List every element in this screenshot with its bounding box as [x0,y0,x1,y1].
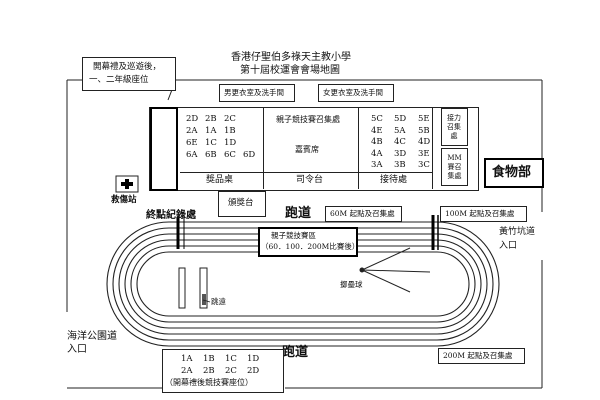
mm-assembly-box: MM賽召集處 [441,148,468,186]
prize-table-label: 獎品桌 [206,175,234,185]
girls-washroom: 女更衣室及洗手間 [318,84,394,102]
seat-cell: 6A [186,150,198,160]
seat-cell: 5E [418,114,430,124]
boys-washroom: 男更衣室及洗手間 [219,84,295,102]
seat-cell: 1C [205,138,217,148]
seat-cell: 1B [203,354,215,364]
parent-child-assembly-label: 親子競技賽召集處 [276,115,340,124]
seat-cell: 2A [186,126,198,136]
girls-washroom-label: 女更衣室及洗手間 [323,88,383,97]
seat-cell: 1D [247,354,260,364]
seat-cell: 3D [394,149,407,159]
seat-cell: 2C [225,366,237,376]
seat-cell: 2B [205,114,217,124]
seat-cell: 2C [224,114,236,124]
bottom-seating-caption: （開幕禮後競技賽座位） [165,378,253,387]
seat-cell: 6D [243,150,256,160]
food-booth: 食物部 [484,158,544,188]
seating-callout: 開幕禮及巡遊後， 一、二年級座位 [82,57,176,91]
track-label-bottom: 跑道 [282,345,309,360]
relay-assembly-box: 接力召集處 [441,108,468,146]
award-stage-box: 頒獎台 [218,191,266,217]
start-100m-box: 100M 起點及召集處 [440,206,527,222]
seat-cell: 3B [394,160,406,170]
seat-cell: 2D [247,366,260,376]
seat-cell: 5C [371,114,383,124]
seat-cell: 1A [205,126,217,136]
first-aid-label: 救傷站 [111,195,137,205]
start-60m-box: 60M 起點及召集處 [325,206,402,222]
finish-record-label: 終點紀錄處 [146,210,196,221]
seat-cell: 5B [418,126,430,136]
mm-assembly-label: MM賽召集處 [447,154,462,180]
parent-child-zone-box: 親子競技賽區 （60．100．200M比賽後） [258,227,360,257]
seat-cell: 2A [181,366,193,376]
start-200m-label: 200M 起點及召集處 [443,351,513,360]
seat-cell: 4C [394,137,406,147]
seat-cell: 1C [225,354,237,364]
command-stage-label: 司令台 [296,175,324,185]
seat-cell: 6C [224,150,236,160]
seat-cell: 2B [203,366,215,376]
map-title-line2: 第十屆校運會會場地圖 [240,65,340,76]
shot-put-sector [359,247,431,293]
food-booth-label: 食物部 [492,165,532,180]
start-60m-label: 60M 起點及召集處 [330,209,395,218]
grandstand-block [149,107,479,191]
bottom-seating-box: 1A 1B 1C 1D 2A 2B 2C 2D （開幕禮後競技賽座位） [162,349,284,393]
shot-put-label: 擲壘球 [340,280,363,289]
parent-child-zone-note: （60．100．200M比賽後） [261,242,360,251]
wongchukhang-entrance-line2: 入口 [499,241,518,251]
seating-column-left [150,107,178,191]
callout-line1: 開幕禮及巡遊後， [93,62,162,72]
seat-cell: 5A [394,126,406,136]
wongchukhang-entrance-line1: 黃竹坑道 [499,227,536,237]
seat-cell: 5D [394,114,407,124]
seat-cell: 3E [418,149,430,159]
relay-assembly-label: 接力召集處 [447,114,461,140]
seat-cell: 4D [418,137,431,147]
reception-label: 接待處 [380,175,408,185]
seat-cell: 2D [186,114,199,124]
seat-cell: 4A [371,149,383,159]
seat-cell: 1A [181,354,193,364]
seat-cell: 1D [224,138,237,148]
boys-washroom-label: 男更衣室及洗手間 [224,88,284,97]
seat-cell: 4B [371,137,383,147]
ocean-park-entrance-line2: 入口 [67,344,87,355]
guest-seats-label: 嘉賓席 [295,145,319,154]
parent-child-zone-label: 親子競技賽區 [271,231,316,240]
seat-cell: 3C [418,160,430,170]
map-title-line1: 香港仔聖伯多祿天主教小學 [231,52,351,63]
long-jump-label: 跳遠 [211,297,226,306]
seat-cell: 6E [186,138,198,148]
track-label-top: 跑道 [285,206,312,221]
seat-cell: 4E [371,126,383,136]
seat-cell: 6B [205,150,217,160]
start-200m-box: 200M 起點及召集處 [438,348,525,364]
start-100m-label: 100M 起點及召集處 [445,209,515,218]
seat-cell: 1B [224,126,236,136]
ocean-park-entrance-line1: 海洋公園道 [67,331,117,342]
callout-line2: 一、二年級座位 [89,75,149,85]
seat-cell: 3A [371,160,383,170]
award-stage-label: 頒獎台 [228,198,254,208]
